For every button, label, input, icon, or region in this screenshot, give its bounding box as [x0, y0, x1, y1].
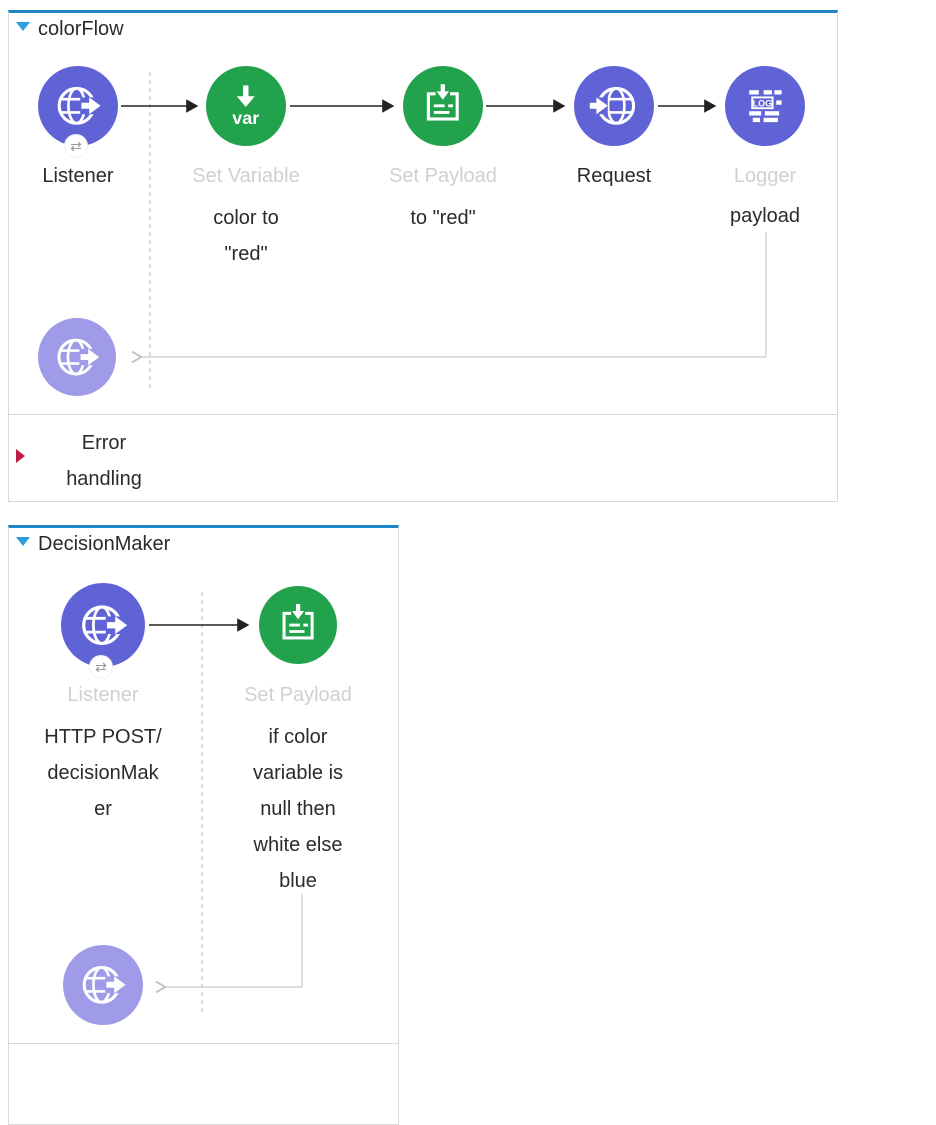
flow-title: DecisionMaker: [38, 533, 171, 555]
response-return-connector: [164, 894, 303, 987]
log-text: LOG: [753, 98, 772, 108]
expand-error-handling-icon[interactable]: [16, 449, 25, 463]
response-return-connector: [140, 232, 767, 357]
payload-document-icon: [282, 603, 314, 640]
node-label: Logger: [733, 165, 797, 187]
node-label: Set Variable: [192, 165, 300, 187]
node-description: HTTP POST/ decisionMak er: [44, 726, 162, 820]
node-description: payload: [729, 205, 801, 227]
node-label: Listener: [67, 684, 139, 706]
var-icon: var: [232, 85, 260, 128]
exchange-badge-icon: ⇄: [65, 135, 87, 157]
node-description: color to "red": [213, 207, 279, 265]
node-label: Set Payload: [244, 684, 352, 706]
logger-node[interactable]: LOG: [725, 66, 805, 146]
set-variable-node[interactable]: var: [206, 66, 286, 146]
exchange-badge-icon: ⇄: [90, 656, 112, 678]
error-section-divider-2: [9, 1043, 398, 1044]
globe-arrow-icon: [57, 338, 101, 376]
flow-connectors-layer: [121, 72, 767, 1016]
collapse-flow-icon[interactable]: [16, 537, 30, 546]
globe-arrow-icon: [82, 966, 127, 1004]
set-payload-node[interactable]: [403, 66, 483, 146]
listener-response-node[interactable]: [38, 318, 116, 396]
node-label: Request: [576, 165, 652, 187]
node-label: Listener: [42, 165, 114, 187]
logger-icon: LOG: [749, 90, 782, 123]
collapse-flow-icon[interactable]: [16, 22, 30, 31]
node-description: to "red": [410, 207, 476, 229]
set-payload-node[interactable]: [259, 586, 337, 664]
http-listener-node[interactable]: [38, 66, 118, 146]
node-label: Set Payload: [389, 165, 497, 187]
node-description: if color variable is null then white els…: [252, 726, 344, 892]
error-section-divider: [9, 414, 837, 415]
http-request-node[interactable]: [574, 66, 654, 146]
globe-arrow-icon: [57, 87, 102, 125]
var-text: var: [232, 108, 259, 128]
http-listener-node[interactable]: [61, 583, 145, 667]
error-handling-label[interactable]: Error handling: [66, 432, 142, 490]
listener-response-node[interactable]: [63, 945, 143, 1025]
globe-arrow-icon: [81, 605, 129, 645]
payload-document-icon: [427, 84, 459, 121]
globe-request-icon: [587, 87, 636, 125]
flow-title: colorFlow: [38, 18, 124, 40]
